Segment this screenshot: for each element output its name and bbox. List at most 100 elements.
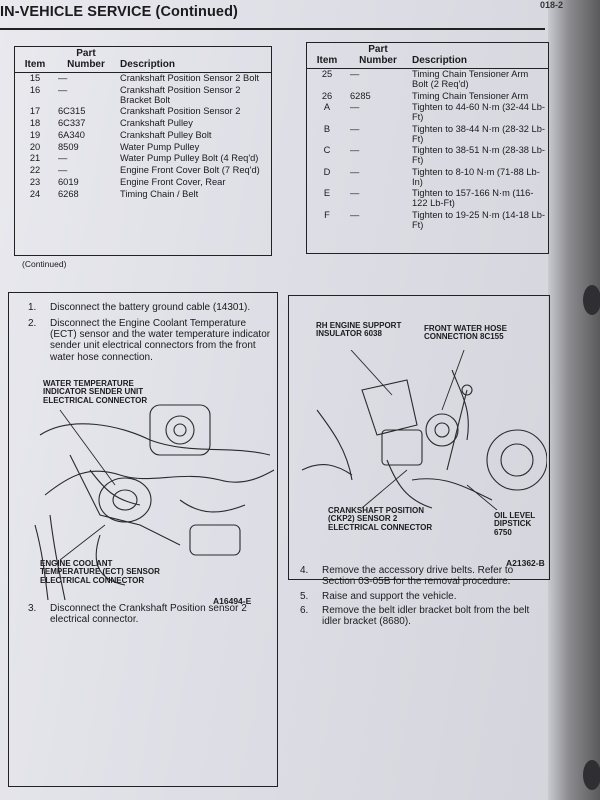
- table-row: 25—Timing Chain Tensioner Arm Bolt (2 Re…: [307, 69, 548, 91]
- table-row: D — Tighten to 8-10 N·m (71-88 Lb-In): [307, 167, 548, 189]
- description-cell: Engine Front Cover Bolt (7 Req'd): [120, 165, 260, 175]
- item-cell: D: [323, 166, 331, 177]
- table-row: 15 — Crankshaft Position Sensor 2 Bolt: [15, 73, 271, 85]
- part-number-cell: —: [58, 84, 68, 95]
- item-cell: 15: [29, 73, 41, 83]
- table-row: F — Tighten to 19-25 N·m (14-18 Lb-Ft): [307, 210, 548, 232]
- item-cell: 23: [29, 176, 41, 187]
- binder-hole: [583, 285, 600, 315]
- description-cell: Tighten to 44-60 N·m (32-44 Lb-Ft): [412, 102, 545, 122]
- callout-oil-dipstick: OIL LEVEL DIPSTICK 6750: [494, 511, 536, 537]
- callout-rh-support-insulator: RH ENGINE SUPPORT INSULATOR 6038: [316, 321, 402, 339]
- item-cell: 21: [29, 153, 41, 164]
- parts-table-right-frame: [306, 42, 549, 254]
- description-cell: Crankshaft Position Sensor 2: [120, 106, 241, 117]
- table-row: 16 — Crankshaft Position Sensor 2 Bracket …: [15, 85, 271, 107]
- part-number-cell: —: [350, 123, 360, 134]
- figure-panel-right: [288, 295, 550, 580]
- table-row: 22—Engine Front Cover Bolt (7 Req'd): [15, 165, 271, 177]
- procedure-step-4: 4. Remove the accessory drive belts. Ref…: [300, 565, 545, 587]
- callout-water-temp-connector: WATER TEMPERATURE INDICATOR SENDER UNIT …: [43, 379, 148, 405]
- description-cell: Engine Front Cover, Rear: [120, 176, 226, 187]
- description-cell: Tighten to 157-166 N·m (116-122 Lb-Ft): [412, 188, 534, 208]
- step-text: Remove the belt idler bracket bolt from …: [322, 605, 530, 628]
- table-row: 20 8509 Water Pump Pulley: [15, 142, 271, 154]
- column-header: Item: [307, 43, 347, 69]
- part-number-cell: 8509: [58, 141, 79, 152]
- item-cell: 16: [29, 84, 41, 95]
- part-number-cell: 6A340: [58, 129, 85, 140]
- table-row: 24 6268 Timing Chain / Belt: [15, 189, 271, 201]
- description-cell: Water Pump Pulley: [120, 141, 200, 152]
- item-cell: E: [323, 188, 331, 199]
- description-cell: Tighten to 38-51 N·m (28-38 Lb-Ft): [412, 145, 545, 165]
- step-number: 1.: [28, 302, 37, 313]
- figure-id: A21362-B: [506, 558, 545, 568]
- item-cell: C: [323, 145, 331, 156]
- step-text: Raise and support the vehicle.: [322, 591, 457, 602]
- manual-page: [0, 0, 560, 800]
- step-text: Disconnect the battery ground cable (143…: [50, 302, 251, 313]
- table-row: 21 — Water Pump Pulley Bolt (4 Req'd): [15, 153, 271, 165]
- item-cell: A: [323, 102, 331, 113]
- step-number: 3.: [28, 603, 37, 614]
- description-cell: Tighten to 19-25 N·m (14-18 Lb-Ft): [412, 209, 545, 230]
- part-number-cell: —: [350, 188, 360, 199]
- table-row: 17 6C315 Crankshaft Position Sensor 2: [15, 106, 271, 118]
- description-cell: Crankshaft Pulley: [120, 118, 193, 128]
- part-number-cell: 6285: [350, 90, 371, 101]
- callout-ckp2-connector: CRANKSHAFT POSITION (CKP2) SENSOR 2 ELEC…: [328, 506, 433, 532]
- description-cell: Crankshaft Position Sensor 2 Bolt: [120, 73, 260, 83]
- part-number-cell: 6C315: [58, 106, 86, 117]
- binder-hole: [583, 760, 600, 790]
- item-cell: B: [323, 123, 331, 134]
- procedure-panel-left: [8, 292, 278, 787]
- part-number-cell: —: [350, 209, 360, 220]
- procedure-step-1: 1. Disconnect the battery ground cable (…: [28, 302, 273, 313]
- item-cell: 25: [321, 69, 333, 79]
- column-header: Item: [15, 47, 55, 73]
- part-number-cell: —: [350, 145, 360, 156]
- item-cell: 17: [29, 106, 41, 117]
- item-cell: 24: [29, 188, 41, 199]
- description-cell: Tighten to 8-10 N·m (71-88 Lb-In): [412, 166, 540, 187]
- description-cell: Crankshaft Pulley Bolt: [120, 129, 212, 140]
- table-row: 19 6A340 Crankshaft Pulley Bolt: [15, 130, 271, 142]
- part-number-cell: —: [350, 69, 360, 79]
- table-row: 18 6C337 Crankshaft Pulley: [15, 118, 271, 130]
- item-cell: 20: [29, 141, 41, 152]
- part-number-cell: —: [58, 73, 68, 83]
- item-cell: F: [324, 209, 330, 220]
- procedure-step-5: 5. Raise and support the vehicle.: [300, 591, 545, 602]
- part-number-cell: 6268: [58, 188, 79, 199]
- step-number: 4.: [300, 565, 309, 576]
- page-number-tag: 018-2: [540, 0, 564, 10]
- column-header: Part Number: [55, 47, 117, 73]
- part-number-cell: —: [58, 153, 68, 164]
- step-number: 2.: [28, 318, 37, 329]
- part-number-cell: —: [350, 102, 360, 113]
- step-text: Disconnect the Engine Coolant Temperatur…: [50, 318, 271, 363]
- part-number-cell: —: [58, 165, 68, 175]
- table-row: B—Tighten to 38-44 N·m (28-32 Lb-Ft): [307, 124, 548, 146]
- item-cell: 19: [29, 129, 41, 140]
- column-header: Part Number: [347, 43, 409, 69]
- description-cell: Crankshaft Position Sensor 2 Bracket Bol…: [120, 84, 241, 105]
- callout-front-water-hose: FRONT WATER HOSE CONNECTION 8C155: [424, 324, 507, 342]
- part-number-cell: 6C337: [58, 118, 86, 128]
- item-cell: 18: [29, 118, 41, 128]
- table-row: C — Tighten to 38-51 N·m (28-38 Lb-Ft): [307, 145, 548, 167]
- description-cell: Timing Chain / Belt: [120, 188, 199, 199]
- page-edge-shadow: [548, 0, 600, 800]
- column-header: Description: [117, 47, 271, 73]
- title-rule: [0, 28, 545, 30]
- part-number-cell: —: [350, 166, 360, 177]
- ect-sensor-illustration: [34, 404, 275, 601]
- step-text: Remove the accessory drive belts. Refer …: [322, 565, 514, 588]
- table-row: E — Tighten to 157-166 N·m (116-122 Lb-Ft): [307, 188, 548, 210]
- figure-id: A16494-E: [213, 596, 252, 606]
- table-row: A — Tighten to 44-60 N·m (32-44 Lb-Ft): [307, 102, 548, 124]
- description-cell: Water Pump Pulley Bolt (4 Req'd): [120, 153, 259, 164]
